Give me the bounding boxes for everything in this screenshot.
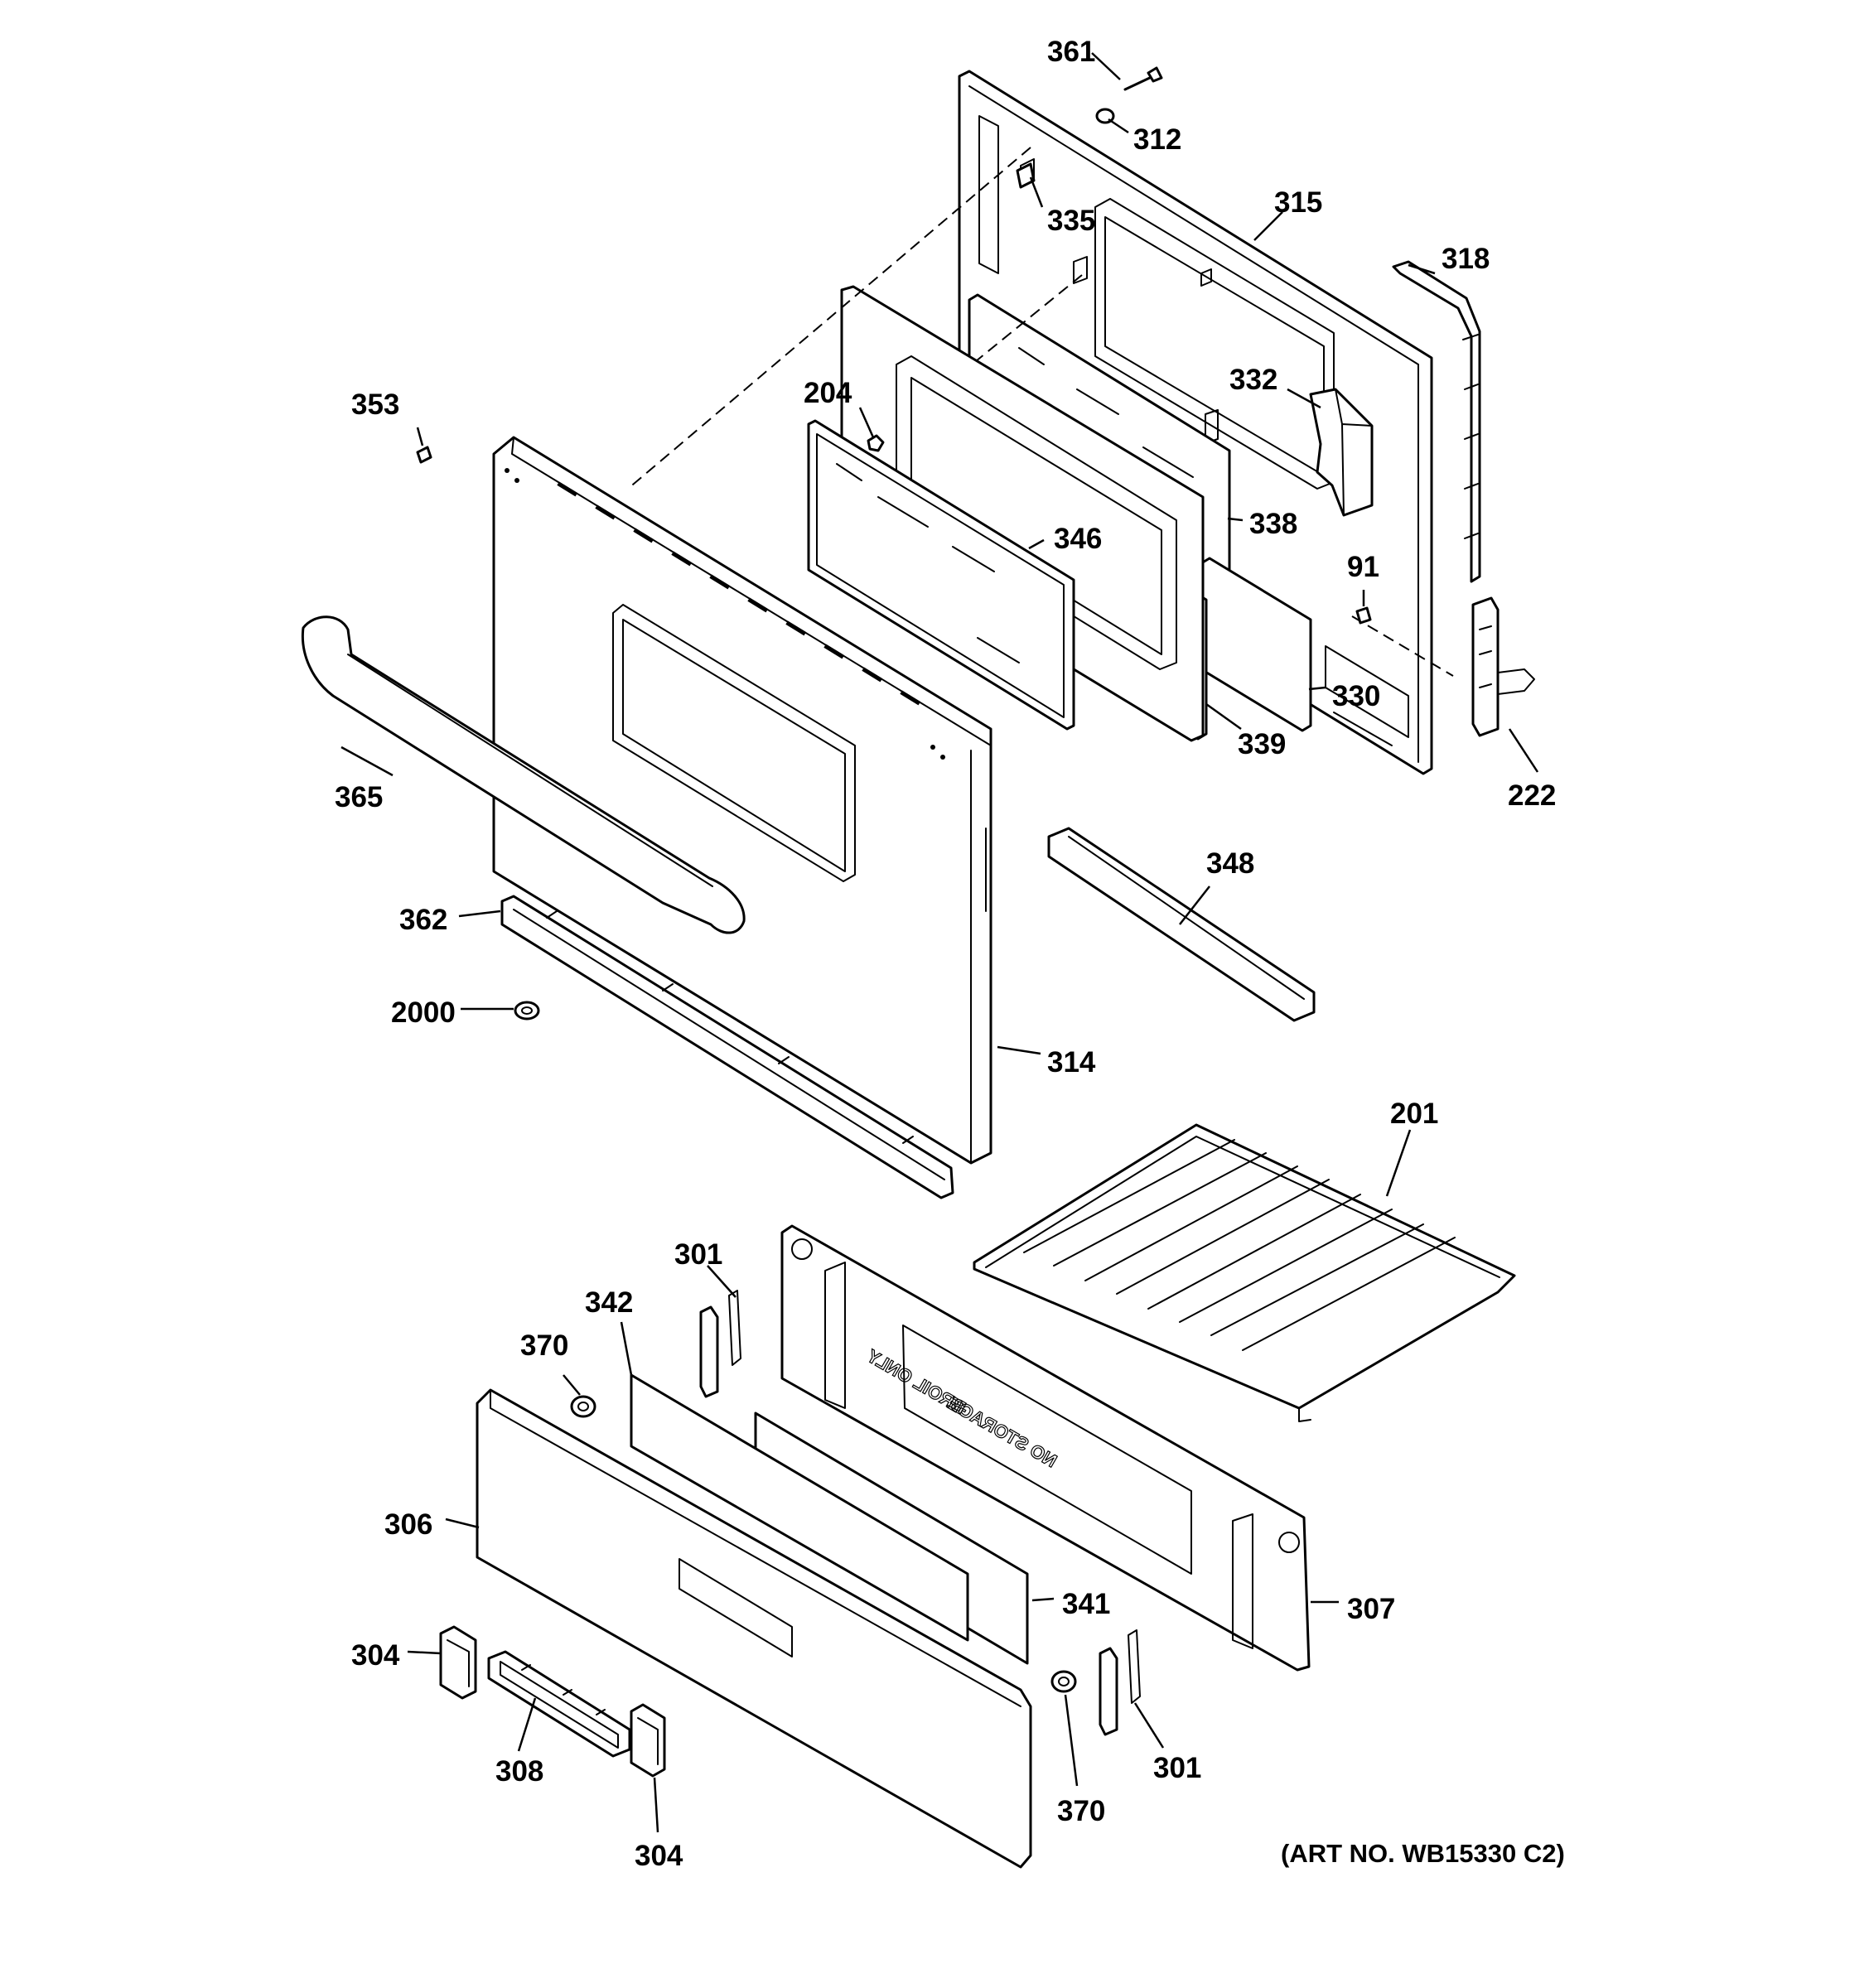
label-335: 335: [1047, 205, 1095, 237]
label-308: 308: [495, 1755, 543, 1788]
label-330: 330: [1332, 680, 1380, 712]
label-365: 365: [335, 781, 383, 813]
part-number-labels: 361 312 335 315 318 332 353 204 338 346 …: [335, 36, 1556, 1872]
handle-bracket-304-upper: [439, 1625, 477, 1700]
screw-91: [1355, 606, 1372, 625]
screw-353: [416, 446, 432, 464]
outer-door-314: [492, 436, 992, 1165]
grommet-2000: [514, 1001, 540, 1021]
handle-bracket-304-lower: [630, 1703, 666, 1778]
drawer-inner-panel-307: BROIL ONLY NO STORAGE: [780, 1224, 1311, 1672]
label-315: 315: [1274, 186, 1322, 219]
label-304-upper: 304: [351, 1639, 400, 1672]
label-312: 312: [1133, 123, 1181, 156]
label-201: 201: [1390, 1098, 1438, 1130]
bumper-370-upper: [570, 1395, 596, 1418]
broiler-rack-201: [973, 1123, 1516, 1422]
bumper-370-lower: [1050, 1670, 1077, 1693]
leader-lines: [340, 52, 1539, 1833]
label-342: 342: [585, 1286, 633, 1319]
label-314: 314: [1047, 1046, 1096, 1078]
label-361: 361: [1047, 36, 1095, 68]
drawer-clip-301-lower: [1099, 1629, 1141, 1736]
insulation-block-332: [1309, 388, 1374, 517]
label-362: 362: [399, 904, 447, 936]
art-number: (ART NO. WB15330 C2): [1281, 1839, 1565, 1868]
label-91: 91: [1347, 551, 1379, 583]
drawer-front-306: [476, 1388, 1032, 1869]
drawer-clip-301-upper: [699, 1290, 741, 1398]
hinge-222: [1471, 596, 1535, 737]
label-370-upper: 370: [520, 1329, 568, 1362]
drawer-insert-342: [630, 1373, 969, 1642]
label-332: 332: [1229, 364, 1277, 396]
bracket-335: [1016, 162, 1036, 189]
screw-361: [1123, 66, 1163, 91]
label-339: 339: [1238, 728, 1286, 760]
door-bracket-348: [1047, 827, 1316, 1022]
label-338: 338: [1249, 508, 1297, 540]
label-306: 306: [384, 1508, 432, 1541]
label-353: 353: [351, 388, 399, 421]
door-vent-slots: [557, 481, 921, 706]
label-346: 346: [1054, 523, 1102, 555]
label-222: 222: [1508, 779, 1556, 812]
label-348: 348: [1206, 847, 1254, 880]
alignment-line: [627, 147, 1031, 490]
label-307: 307: [1347, 1593, 1395, 1625]
label-304-lower: 304: [635, 1840, 683, 1872]
label-301-upper: 301: [674, 1238, 722, 1271]
screw-204: [867, 434, 885, 452]
label-204: 204: [804, 377, 852, 409]
label-370-lower: 370: [1057, 1795, 1105, 1827]
label-301-lower: 301: [1153, 1752, 1201, 1784]
door-bottom-trim-362: [500, 895, 954, 1199]
label-341: 341: [1062, 1588, 1110, 1620]
label-318: 318: [1442, 243, 1490, 275]
alignment-line-2: [975, 274, 1083, 362]
outer-glass-346: [807, 419, 1075, 731]
drawer-handle-308: [487, 1650, 631, 1758]
alignment-line-3: [1351, 615, 1454, 677]
door-handle-365: [301, 615, 746, 934]
label-2000: 2000: [391, 996, 456, 1029]
door-gasket-318: [1392, 260, 1481, 583]
